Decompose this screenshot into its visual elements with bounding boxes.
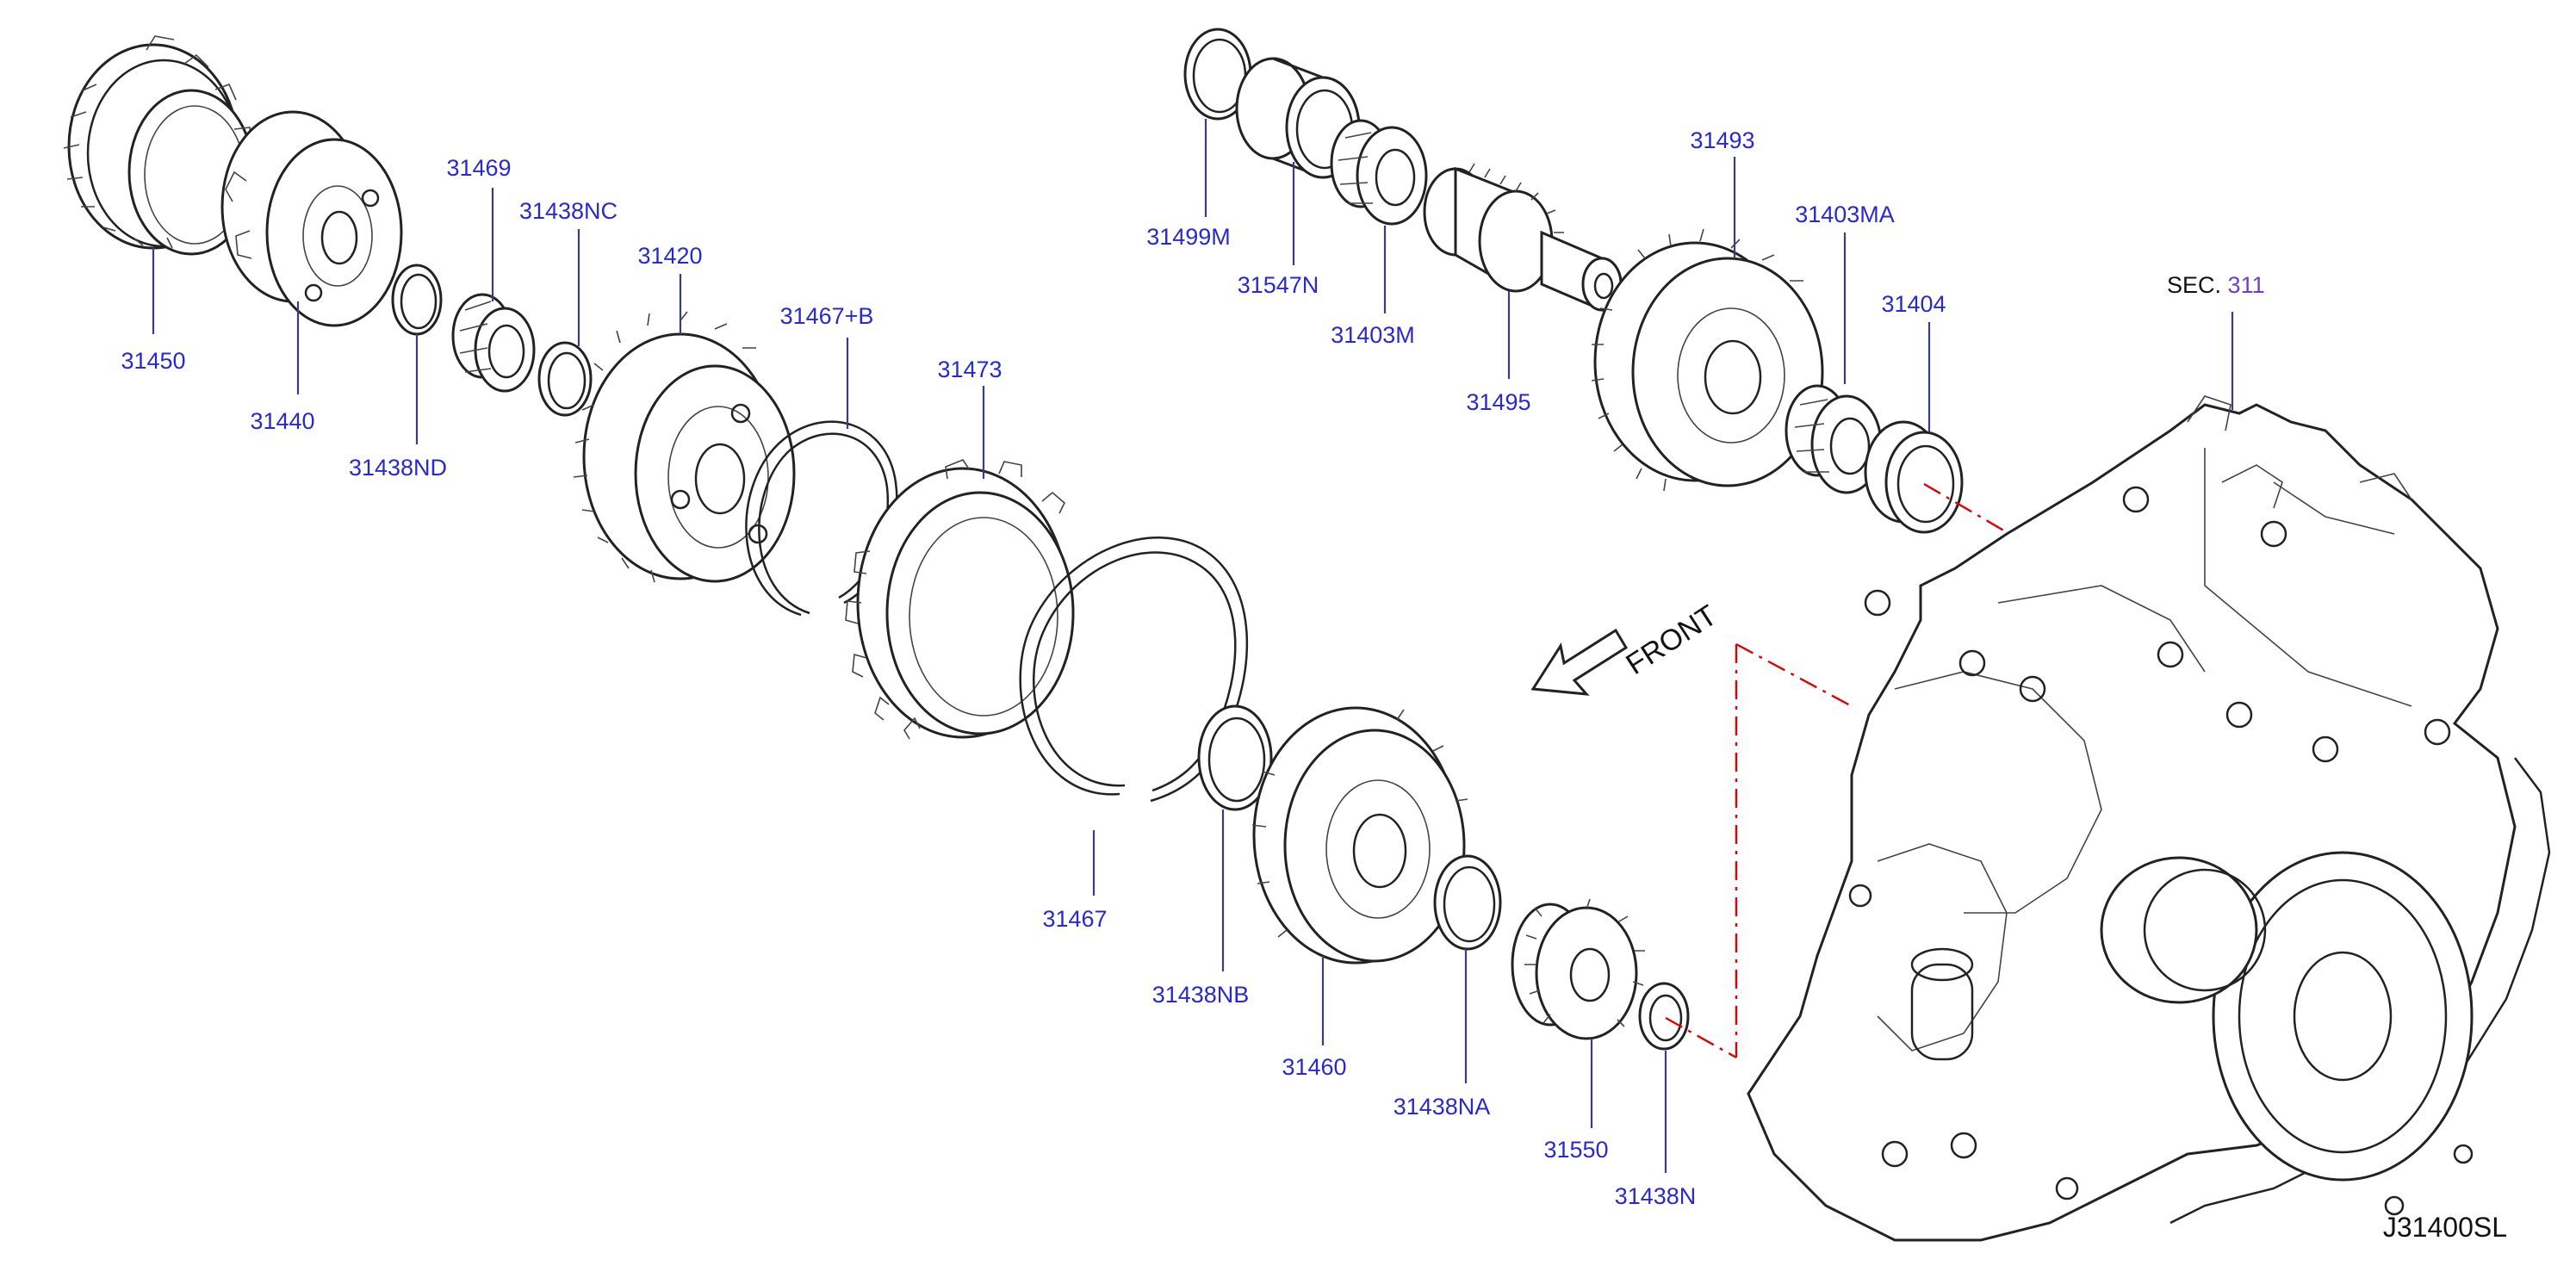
part-label-31467B[interactable]: 31467+B (779, 303, 874, 329)
diagram-code: J31400SL (2382, 1212, 2507, 1243)
leader-lines (152, 119, 2234, 1173)
part-31420-drawing (573, 311, 796, 583)
transmission-case-drawing (1747, 395, 2551, 1242)
assembly-reference-lines (1665, 482, 2008, 1059)
part-label-31438NA[interactable]: 31438NA (1393, 1094, 1491, 1120)
part-31438ND-drawing (391, 264, 443, 336)
part-label-31438NC[interactable]: 31438NC (518, 198, 618, 224)
part-31438NC-drawing (537, 341, 593, 417)
part-31404-drawing (1864, 420, 1964, 534)
part-31469-drawing (451, 293, 536, 393)
part-label-31460[interactable]: 31460 (1282, 1054, 1347, 1080)
part-31438NA-drawing (1433, 854, 1502, 951)
front-direction-arrow (1530, 628, 1629, 696)
section-prefix: SEC. (2167, 272, 2222, 298)
part-31473-drawing (845, 459, 1075, 740)
part-31550-drawing (1511, 898, 1645, 1040)
section-number-link[interactable]: 311 (2227, 272, 2265, 298)
part-label-31499M[interactable]: 31499M (1146, 224, 1231, 250)
part-label-31403M[interactable]: 31403M (1331, 322, 1415, 348)
part-31403M-drawing (1330, 119, 1428, 226)
part-label-31450[interactable]: 31450 (121, 348, 186, 374)
part-label-31495[interactable]: 31495 (1466, 389, 1531, 415)
part-label-31440[interactable]: 31440 (250, 408, 315, 434)
section-reference: SEC. 311 (2167, 274, 2265, 297)
part-label-31420[interactable]: 31420 (637, 243, 703, 269)
part-label-31547N[interactable]: 31547N (1237, 272, 1319, 298)
part-label-31438N[interactable]: 31438N (1614, 1183, 1697, 1209)
part-label-31550[interactable]: 31550 (1543, 1137, 1609, 1163)
part-label-31403MA[interactable]: 31403MA (1795, 202, 1895, 227)
part-label-31493[interactable]: 31493 (1690, 127, 1755, 153)
part-label-31438NB[interactable]: 31438NB (1151, 982, 1250, 1008)
part-31438NB-drawing (1197, 704, 1273, 811)
part-label-31438ND[interactable]: 31438ND (348, 455, 448, 481)
part-31460-drawing (1251, 706, 1468, 965)
part-label-31467[interactable]: 31467 (1042, 906, 1108, 932)
part-31440-drawing (220, 110, 403, 327)
part-31495-drawing (1423, 163, 1623, 312)
part-label-31469[interactable]: 31469 (446, 155, 512, 181)
part-31493-drawing (1591, 228, 1824, 492)
part-31438N-drawing (1638, 982, 1690, 1051)
part-label-31404[interactable]: 31404 (1881, 291, 1946, 317)
part-label-31473[interactable]: 31473 (937, 357, 1002, 382)
part-31403MA-drawing (1785, 384, 1883, 494)
